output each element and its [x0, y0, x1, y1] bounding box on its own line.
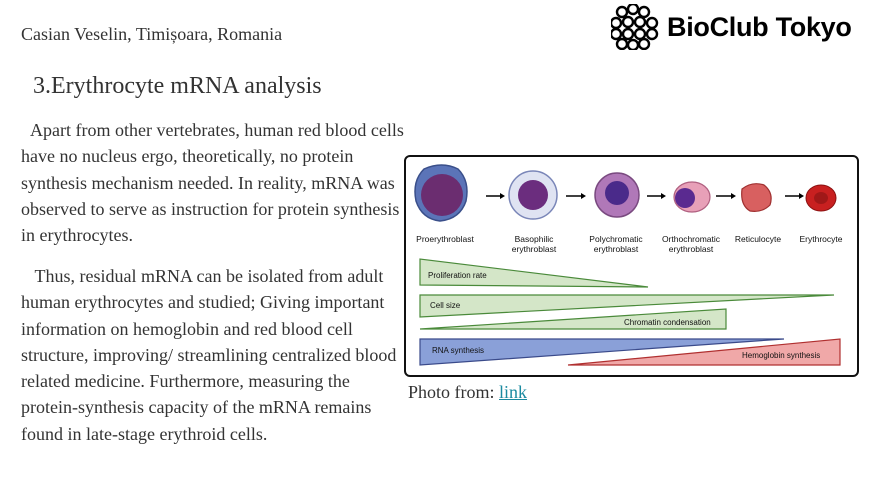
- cell-size-triangle: [419, 294, 835, 318]
- stage-label-5: Reticulocyte: [735, 234, 782, 244]
- arrow-icon: [486, 193, 505, 199]
- paragraph-2-text: Thus, residual mRNA can be isolated from…: [21, 266, 397, 444]
- stage-label-1: Proerythroblast: [416, 234, 474, 244]
- arrow-icon: [647, 193, 666, 199]
- cell-erythrocyte: [805, 184, 837, 212]
- cell-proerythroblast: [414, 164, 468, 222]
- stage-label-2b: erythroblast: [512, 244, 557, 254]
- molecule-logo-icon: [611, 4, 659, 50]
- erythropoiesis-diagram: Proerythroblast Basophilic erythroblast …: [414, 164, 843, 366]
- arrows: [486, 193, 804, 199]
- paragraph-1-text: Apart from other vertebrates, human red …: [21, 120, 404, 246]
- paragraph-2: Thus, residual mRNA can be isolated from…: [21, 263, 406, 447]
- cell-reticulocyte: [741, 183, 772, 212]
- cell-basophilic-erythroblast: [508, 170, 558, 220]
- erythropoiesis-figure: Proerythroblast Basophilic erythroblast …: [404, 155, 859, 377]
- photo-caption: Photo from: link: [408, 382, 527, 403]
- chromatin-label: Chromatin condensation: [624, 318, 711, 327]
- cell-size-label: Cell size: [430, 301, 461, 310]
- section-title: 3.Erythrocyte mRNA analysis: [33, 73, 322, 99]
- cell-orthochromatic-erythroblast: [673, 181, 711, 213]
- rna-label: RNA synthesis: [432, 346, 484, 355]
- hemoglobin-triangle: [567, 338, 841, 366]
- hemoglobin-label: Hemoglobin synthesis: [742, 351, 820, 360]
- bioclub-logo[interactable]: BioClub Tokyo: [611, 4, 861, 50]
- arrow-icon: [566, 193, 586, 199]
- arrow-icon: [716, 193, 736, 199]
- caption-prefix: Photo from:: [408, 382, 500, 402]
- paragraph-1: Apart from other vertebrates, human red …: [21, 117, 406, 248]
- rna-triangle: [419, 338, 785, 366]
- stage-label-4b: erythroblast: [669, 244, 714, 254]
- chromatin-triangle: [419, 308, 727, 330]
- proliferation-triangle: [419, 258, 649, 288]
- proliferation-label: Proliferation rate: [428, 271, 487, 280]
- stage-label-6: Erythrocyte: [800, 234, 843, 244]
- stage-label-4: Orthochromatic: [662, 234, 721, 244]
- source-link[interactable]: link: [499, 382, 528, 402]
- stage-label-3b: erythroblast: [594, 244, 639, 254]
- author-line: Casian Veselin, Timișoara, Romania: [21, 24, 283, 44]
- arrow-icon: [785, 193, 804, 199]
- stage-label-3: Polychromatic: [589, 234, 643, 244]
- cell-polychromatic-erythroblast: [594, 172, 640, 218]
- stage-label-2: Basophilic: [515, 234, 554, 244]
- logo-text: BioClub Tokyo: [667, 11, 852, 42]
